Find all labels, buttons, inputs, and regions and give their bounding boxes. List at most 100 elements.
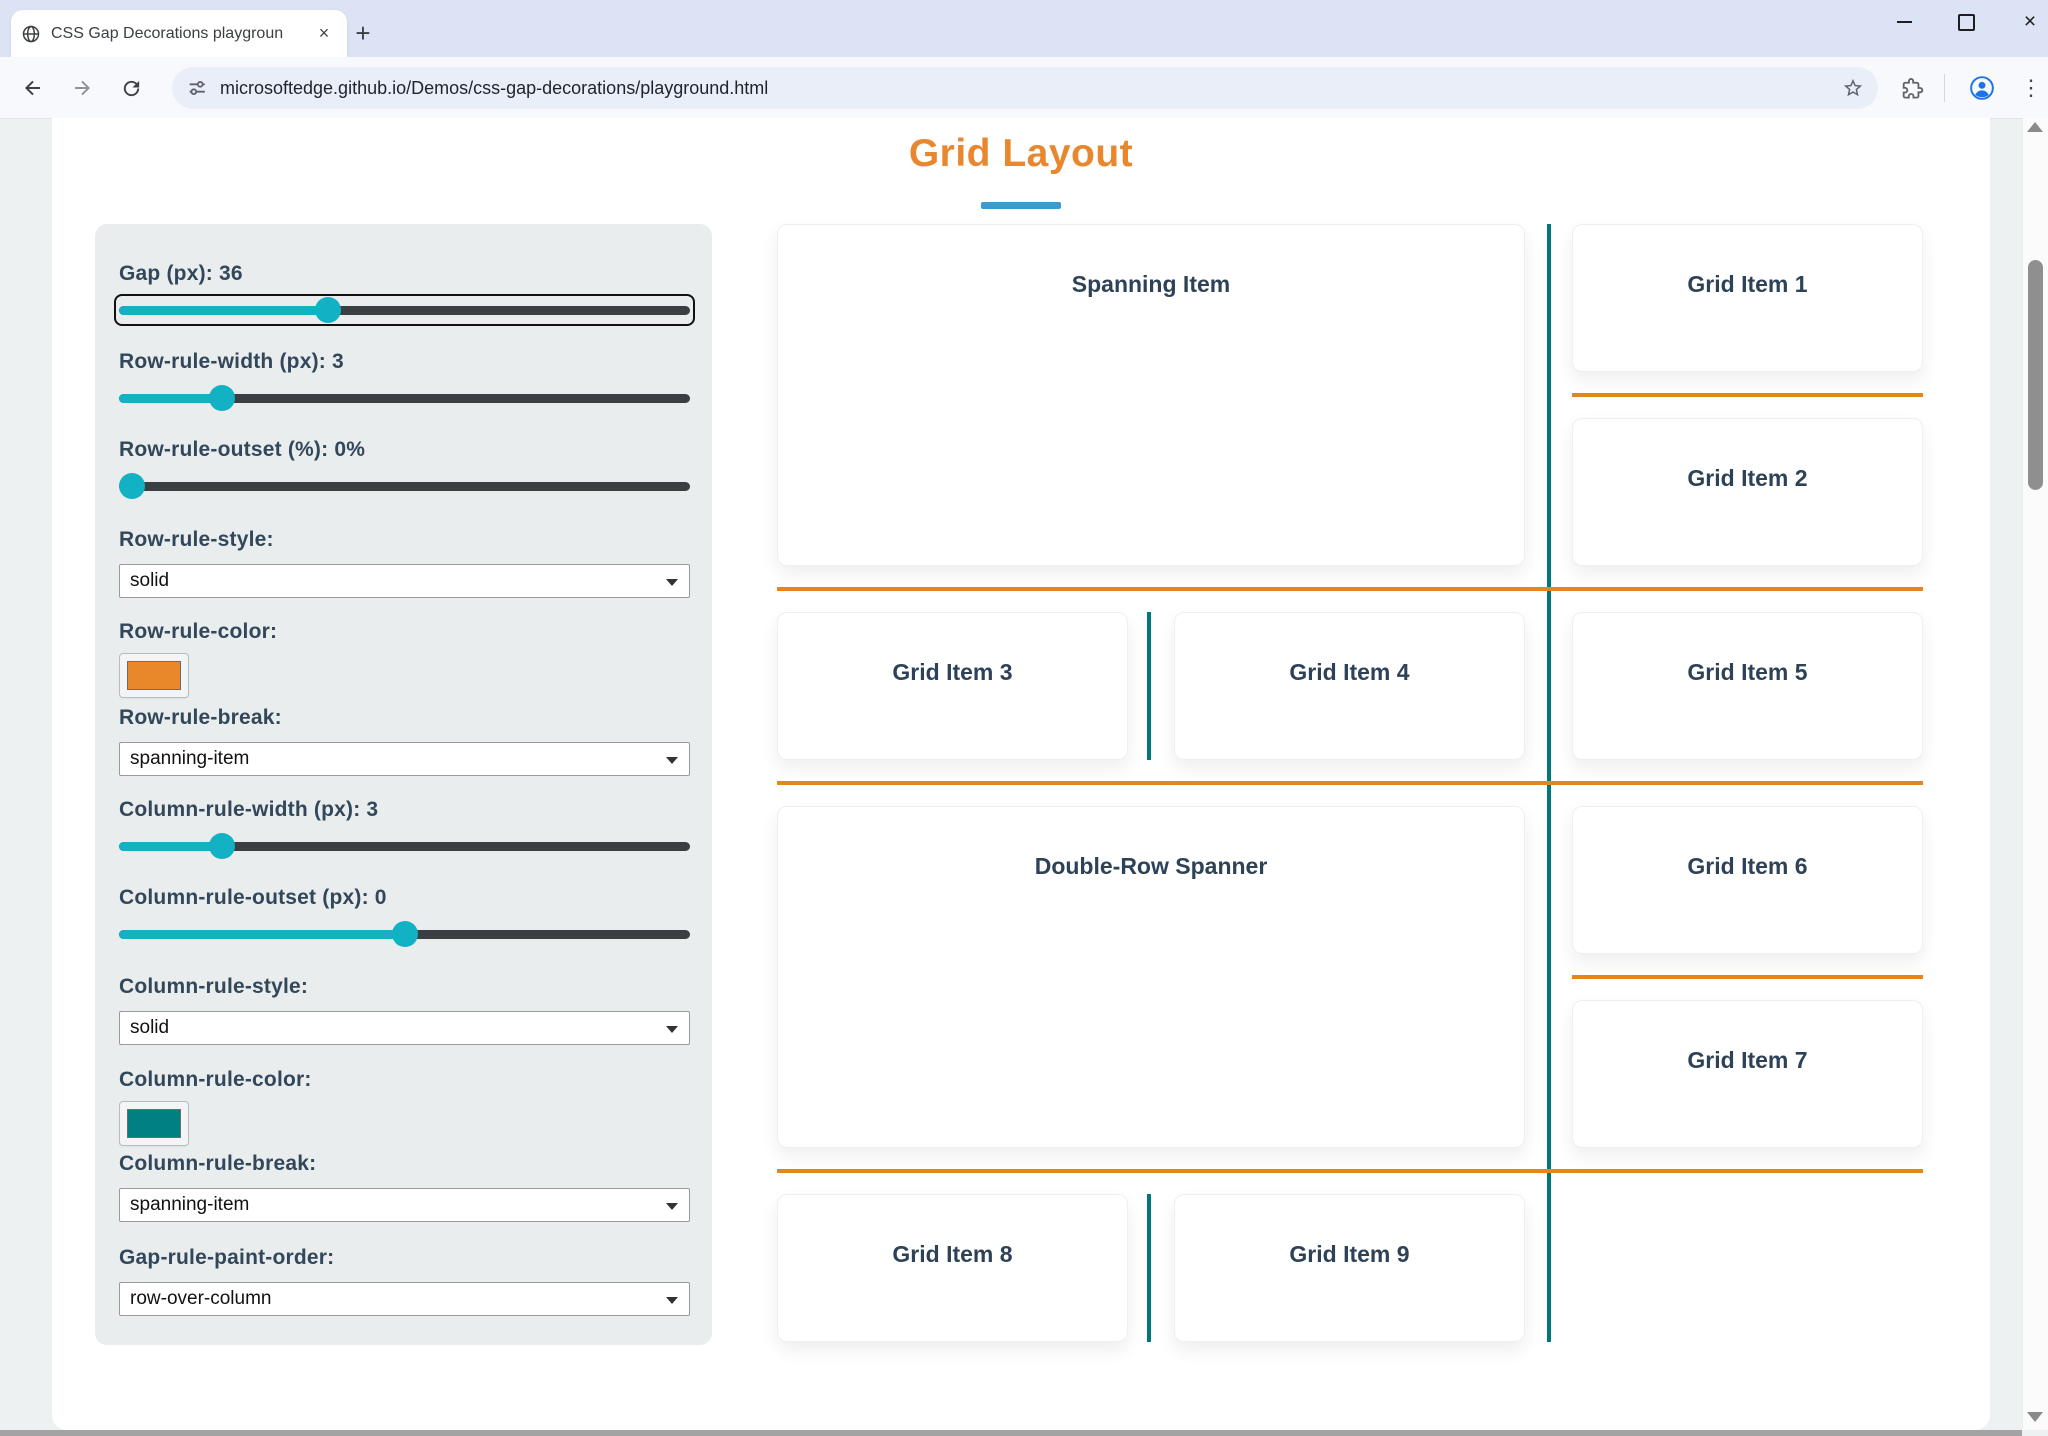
scroll-up-arrow-icon[interactable] bbox=[2027, 122, 2043, 132]
row-rule-style-select[interactable]: solid bbox=[119, 564, 690, 598]
slider-track bbox=[119, 841, 690, 851]
row-rule-outset-control: Row-rule-outset (%): 0% bbox=[119, 438, 690, 499]
slider-track bbox=[119, 393, 690, 403]
tab-close-icon[interactable]: × bbox=[318, 23, 330, 43]
slider-track bbox=[119, 305, 690, 315]
vertical-scrollbar-thumb[interactable] bbox=[2028, 260, 2043, 490]
column-rule-color-picker[interactable] bbox=[119, 1101, 189, 1146]
tab-strip: CSS Gap Decorations playgroun × + × bbox=[0, 0, 2048, 57]
grid-item-5: Grid Item 5 bbox=[1572, 612, 1923, 760]
selected-option: spanning-item bbox=[130, 748, 250, 769]
column-rule-color-label: Column-rule-color: bbox=[119, 1068, 312, 1091]
row-rule-break-label: Row-rule-break: bbox=[119, 706, 282, 729]
page-title: Grid Layout bbox=[908, 132, 1134, 175]
column-rule-width-control: Column-rule-width (px): 3 bbox=[119, 798, 690, 859]
gap-slider[interactable] bbox=[114, 294, 695, 326]
title-underline bbox=[981, 202, 1061, 209]
reload-button[interactable] bbox=[115, 72, 147, 104]
forward-button[interactable] bbox=[66, 72, 98, 104]
row-rule-break-control: Row-rule-break: spanning-item bbox=[119, 706, 690, 776]
window-close-button[interactable]: × bbox=[2023, 10, 2037, 33]
column-rule-segment bbox=[1147, 612, 1151, 760]
chevron-down-icon bbox=[666, 757, 678, 764]
color-swatch bbox=[127, 1109, 181, 1138]
window-minimize-button[interactable] bbox=[1876, 0, 1932, 44]
grid-item-4: Grid Item 4 bbox=[1174, 612, 1525, 760]
column-rule-outset-label: Column-rule-outset (px): 0 bbox=[119, 886, 387, 909]
grid-item-2: Grid Item 2 bbox=[1572, 418, 1923, 566]
gap-rule-paint-order-control: Gap-rule-paint-order: row-over-column bbox=[119, 1246, 690, 1316]
slider-thumb[interactable] bbox=[208, 833, 235, 859]
chevron-down-icon bbox=[666, 1203, 678, 1210]
controls-panel: Gap (px): 36 Row-rule-width (px): 3 Row-… bbox=[95, 224, 712, 1345]
column-rule-break-select[interactable]: spanning-item bbox=[119, 1188, 690, 1222]
address-bar[interactable]: microsoftedge.github.io/Demos/css-gap-de… bbox=[172, 67, 1878, 109]
row-rule-outset-slider[interactable] bbox=[119, 473, 690, 499]
column-rule-outset-slider[interactable] bbox=[119, 921, 690, 947]
toolbar-divider bbox=[1944, 74, 1945, 102]
row-rule-segment bbox=[777, 1169, 1923, 1173]
scroll-down-arrow-icon[interactable] bbox=[2027, 1412, 2043, 1422]
bookmark-star-icon[interactable] bbox=[1842, 77, 1864, 99]
column-rule-style-select[interactable]: solid bbox=[119, 1011, 690, 1045]
chevron-down-icon bbox=[666, 1026, 678, 1033]
column-rule-style-label: Column-rule-style: bbox=[119, 975, 309, 998]
row-rule-style-label: Row-rule-style: bbox=[119, 528, 274, 551]
row-rule-segment bbox=[777, 781, 1923, 785]
color-swatch bbox=[127, 661, 181, 690]
row-rule-color-control: Row-rule-color: bbox=[119, 620, 690, 698]
back-button[interactable] bbox=[17, 72, 49, 104]
row-rule-segment bbox=[1572, 393, 1923, 397]
new-tab-button[interactable]: + bbox=[355, 17, 371, 48]
grid-item-3: Grid Item 3 bbox=[777, 612, 1128, 760]
grid-item-7: Grid Item 7 bbox=[1572, 1000, 1923, 1148]
gap-control: Gap (px): 36 bbox=[114, 262, 695, 326]
row-rule-color-label: Row-rule-color: bbox=[119, 620, 278, 643]
gap-rule-paint-order-select[interactable]: row-over-column bbox=[119, 1282, 690, 1316]
chevron-down-icon bbox=[666, 579, 678, 586]
row-rule-outset-label: Row-rule-outset (%): 0% bbox=[119, 438, 366, 461]
extensions-button[interactable] bbox=[1896, 72, 1928, 104]
site-settings-icon[interactable] bbox=[186, 77, 208, 99]
slider-thumb[interactable] bbox=[315, 297, 342, 323]
column-rule-color-control: Column-rule-color: bbox=[119, 1068, 690, 1146]
url-text[interactable]: microsoftedge.github.io/Demos/css-gap-de… bbox=[220, 77, 769, 98]
window-maximize-button[interactable] bbox=[1938, 0, 1994, 44]
column-rule-break-control: Column-rule-break: spanning-item bbox=[119, 1152, 690, 1222]
slider-thumb[interactable] bbox=[208, 385, 235, 411]
column-rule-break-label: Column-rule-break: bbox=[119, 1152, 317, 1175]
column-rule-width-slider[interactable] bbox=[119, 833, 690, 859]
row-rule-style-control: Row-rule-style: solid bbox=[119, 528, 690, 598]
selected-option: spanning-item bbox=[130, 1194, 250, 1215]
row-rule-width-slider[interactable] bbox=[119, 385, 690, 411]
globe-favicon-icon bbox=[21, 24, 41, 44]
chevron-down-icon bbox=[666, 1297, 678, 1304]
grid-item-9: Grid Item 9 bbox=[1174, 1194, 1525, 1342]
selected-option: solid bbox=[130, 1017, 170, 1038]
gap-rule-paint-order-label: Gap-rule-paint-order: bbox=[119, 1246, 335, 1269]
row-rule-color-picker[interactable] bbox=[119, 653, 189, 698]
tab-title: CSS Gap Decorations playgroun bbox=[51, 24, 284, 42]
slider-track bbox=[119, 481, 690, 491]
browser-menu-button[interactable]: ⋮ bbox=[2020, 75, 2042, 100]
column-rule-outset-control: Column-rule-outset (px): 0 bbox=[119, 886, 690, 947]
row-rule-width-control: Row-rule-width (px): 3 bbox=[119, 350, 690, 411]
row-rule-width-label: Row-rule-width (px): 3 bbox=[119, 350, 344, 373]
grid-item-8: Grid Item 8 bbox=[777, 1194, 1128, 1342]
grid-item-double-row-spanner: Double-Row Spanner bbox=[777, 806, 1525, 1148]
row-rule-segment bbox=[777, 587, 1923, 591]
horizontal-scrollbar[interactable] bbox=[0, 1430, 2022, 1436]
browser-tab[interactable]: CSS Gap Decorations playgroun × bbox=[11, 10, 347, 57]
slider-thumb[interactable] bbox=[119, 473, 145, 499]
selected-option: solid bbox=[130, 570, 170, 591]
grid-item-1: Grid Item 1 bbox=[1572, 224, 1923, 372]
grid-item-spanning: Spanning Item bbox=[777, 224, 1525, 566]
profile-avatar[interactable] bbox=[1966, 72, 1998, 104]
slider-thumb[interactable] bbox=[391, 921, 418, 947]
row-rule-break-select[interactable]: spanning-item bbox=[119, 742, 690, 776]
row-rule-segment bbox=[1572, 975, 1923, 979]
minimize-icon bbox=[1896, 21, 1912, 23]
column-rule-style-control: Column-rule-style: solid bbox=[119, 975, 690, 1045]
column-rule-width-label: Column-rule-width (px): 3 bbox=[119, 798, 379, 821]
